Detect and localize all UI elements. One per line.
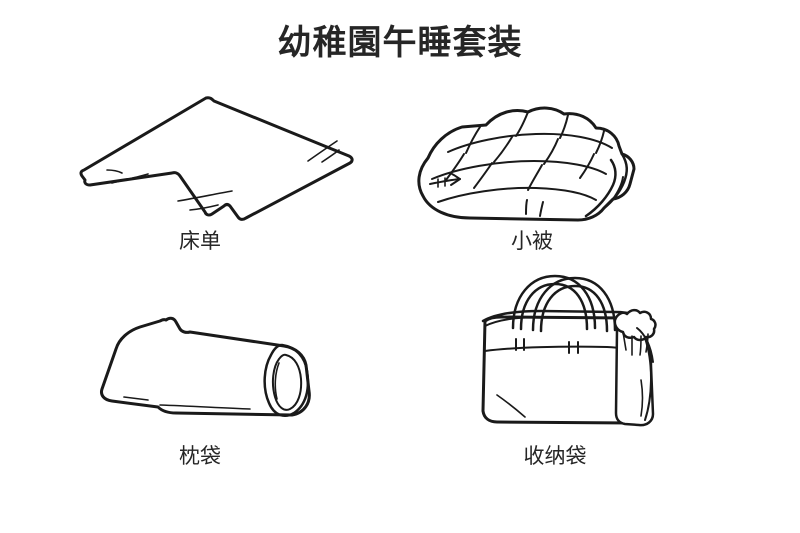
pillow-case-illustration [90, 305, 330, 430]
folded-quilt-illustration [408, 92, 658, 232]
bed-sheet-label: 床单 [179, 229, 221, 253]
page-title: 幼稚園午睡套装 [277, 23, 523, 63]
storage-bag-label: 收纳袋 [523, 444, 587, 468]
pillow-case-label: 枕袋 [179, 444, 221, 468]
quilt-label: 小被 [511, 229, 553, 253]
bed-sheet-illustration [60, 88, 360, 228]
storage-tote-bag-illustration [455, 268, 675, 433]
